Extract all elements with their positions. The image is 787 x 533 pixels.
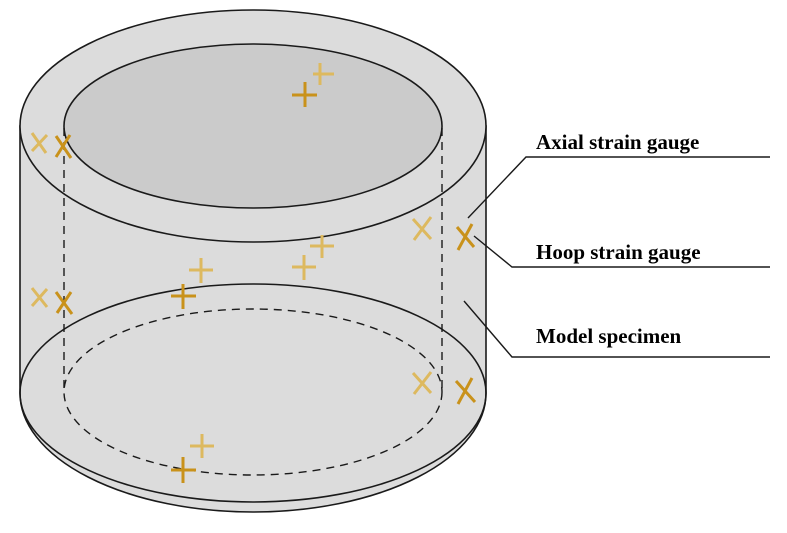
leader-lines xyxy=(463,156,770,358)
strain-gauge xyxy=(454,377,477,405)
strain-gauge xyxy=(54,134,73,159)
strain-gauge xyxy=(411,371,433,395)
axial-strain-gauge-label: Axial strain gauge xyxy=(536,130,699,154)
hoop-strain-gauge-label: Hoop strain gauge xyxy=(536,240,701,264)
strain-gauge xyxy=(54,291,74,315)
hidden-bore-lines xyxy=(63,128,443,476)
strain-gauge xyxy=(190,434,214,458)
strain-gauge xyxy=(310,235,334,258)
strain-gauge xyxy=(455,223,476,251)
strain-gauges xyxy=(30,63,477,483)
strain-gauge xyxy=(313,63,334,85)
specimen-leader-line xyxy=(463,300,770,358)
hoop-leader-line xyxy=(473,235,770,268)
strain-gauge xyxy=(292,82,317,107)
axial-leader-line xyxy=(467,156,770,219)
top-inner-ellipse xyxy=(63,43,443,209)
strain-gauge xyxy=(30,132,49,154)
strain-gauge xyxy=(292,255,316,280)
strain-gauge xyxy=(30,287,49,308)
strain-gauge xyxy=(189,258,213,283)
strain-gauge xyxy=(411,216,433,241)
strain-gauge xyxy=(171,457,196,483)
mid-section-ellipse xyxy=(19,283,487,503)
strain-gauge xyxy=(171,284,196,309)
model-specimen-label: Model specimen xyxy=(536,324,682,348)
